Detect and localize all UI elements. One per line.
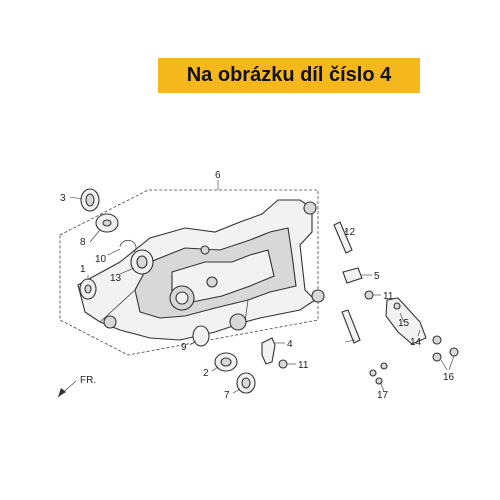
callout-labels: 3 6 8 10 1 13 9 2 7 4 11 12 5 11 15 14 1… (60, 170, 455, 401)
callout-11-lower: 11 (298, 360, 309, 371)
part-16-bolts (432, 347, 459, 362)
callout-11-upper: 11 (383, 291, 394, 302)
callout-2: 2 (203, 368, 209, 379)
callout-13: 13 (110, 273, 122, 284)
part-1-bushing (79, 278, 97, 300)
part-17-nuts (369, 362, 388, 385)
callout-14: 14 (410, 337, 422, 348)
part-11-bolt-lower (278, 359, 288, 369)
part-3-bushing (80, 188, 100, 212)
leader-lines (69, 180, 455, 394)
part-14-nut (432, 335, 442, 345)
callout-5: 5 (374, 271, 380, 282)
callout-7: 7 (224, 390, 230, 401)
part-4-bracket (261, 337, 276, 365)
callout-6: 6 (215, 170, 221, 181)
callout-15: 15 (398, 318, 410, 329)
part-9-collar (192, 325, 210, 347)
callout-16: 16 (443, 372, 455, 383)
callout-17: 17 (377, 390, 389, 401)
callout-8: 8 (80, 237, 86, 248)
highlighted-part-banner: Na obrázku díl číslo 4 (158, 58, 420, 93)
front-direction-label: FR. (80, 375, 96, 386)
part-10-circlip (119, 239, 137, 253)
callout-10: 10 (95, 254, 107, 265)
part-13-bearing (130, 249, 154, 275)
part-7-bushing (236, 372, 256, 394)
callout-12-upper: 12 (344, 227, 356, 238)
part-12-pin-upper (333, 221, 353, 254)
front-direction-arrow: FR. (57, 375, 96, 398)
part-12-pin-lower (341, 309, 361, 344)
callout-4: 4 (287, 339, 293, 350)
part-2-spacer (214, 352, 238, 372)
part-8-washer (95, 213, 119, 233)
part-11-bolt-upper (364, 290, 374, 300)
callout-9: 9 (181, 342, 187, 353)
part-5-clip (342, 267, 363, 284)
callout-1: 1 (80, 264, 86, 275)
callout-3: 3 (60, 193, 66, 204)
banner-text: Na obrázku díl číslo 4 (186, 64, 392, 86)
part-15-mount-bracket (385, 297, 427, 345)
swing-arm-frame (77, 199, 325, 341)
